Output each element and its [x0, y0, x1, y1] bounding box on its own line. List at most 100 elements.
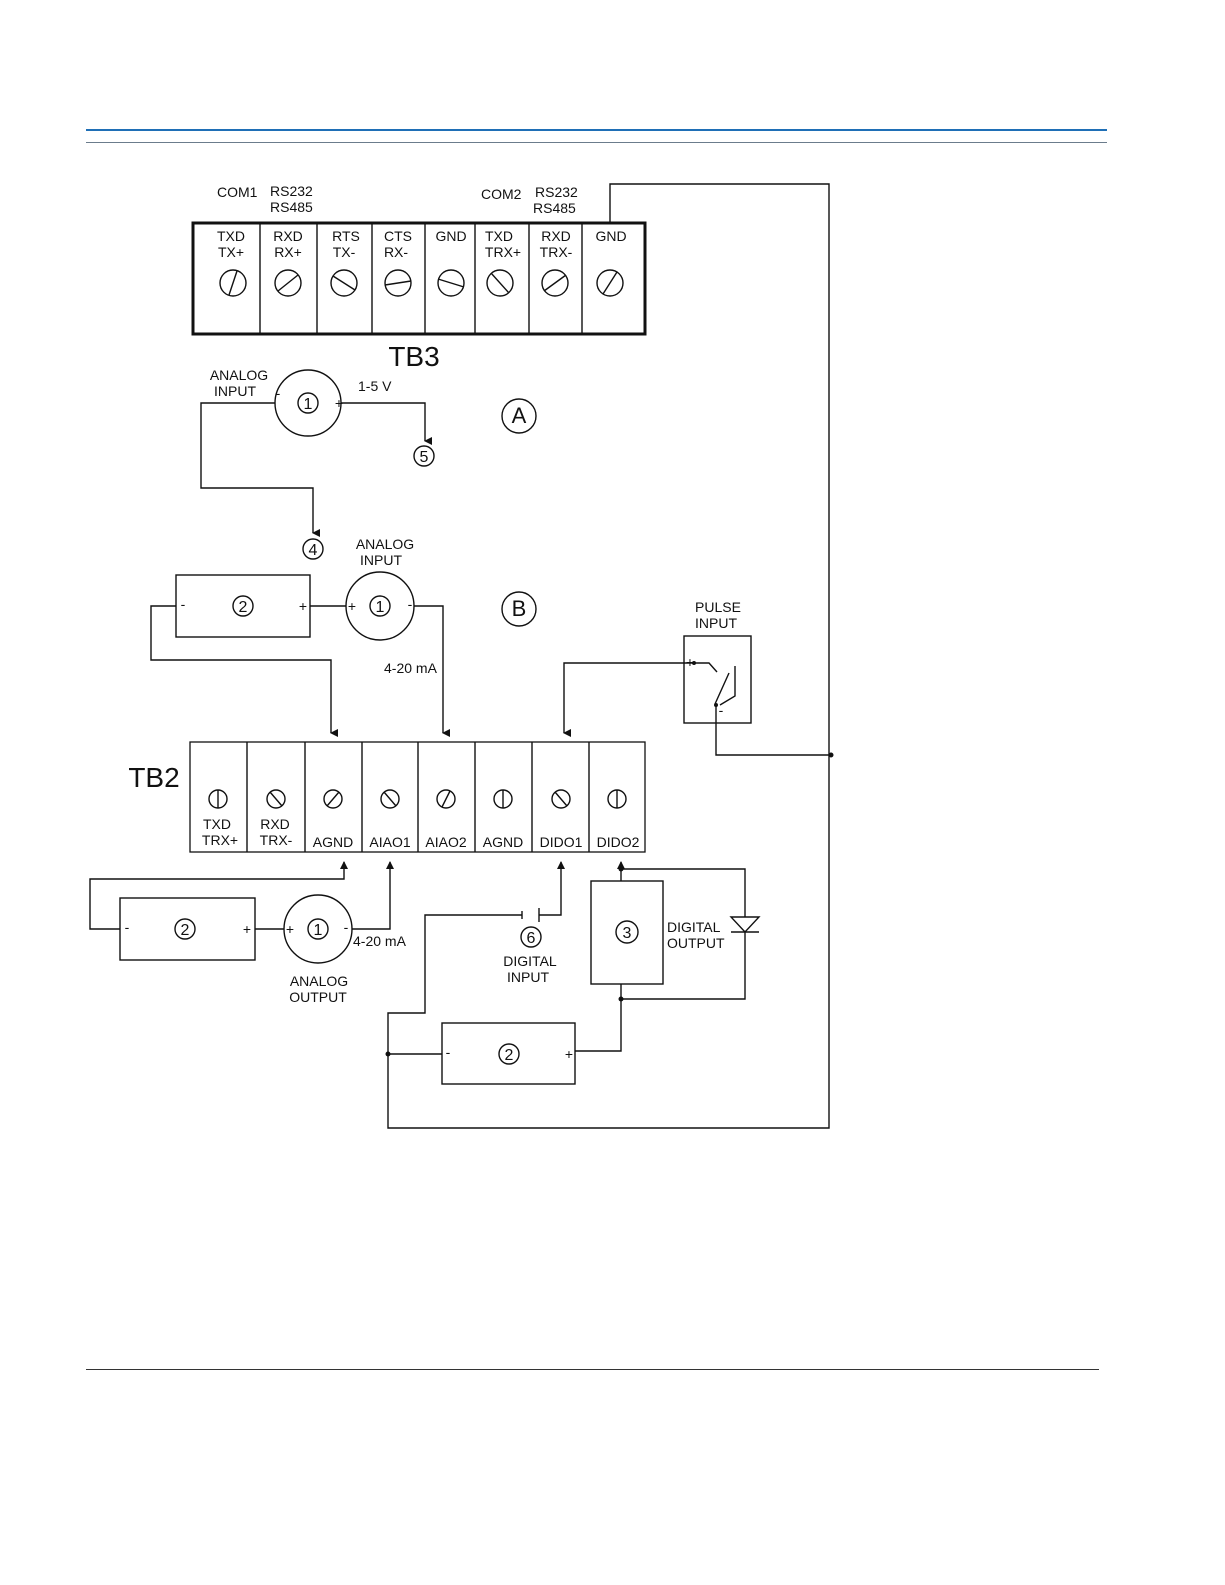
- tb3-terminal-7: RXD TRX-: [540, 228, 573, 297]
- svg-text:3: 3: [623, 925, 632, 942]
- svg-text:6: 6: [527, 930, 536, 947]
- svg-text:AGND: AGND: [483, 834, 523, 850]
- svg-text:2: 2: [505, 1047, 514, 1064]
- current-label-ao: 4-20 mA: [353, 933, 407, 949]
- analog-output: 2 - + 1 + - 4-20 mA ANALOG OUTPUT: [89, 861, 407, 1005]
- svg-text:RXD: RXD: [260, 816, 290, 832]
- svg-text:+: +: [348, 598, 356, 614]
- svg-text:TRX+: TRX+: [485, 244, 521, 260]
- svg-text:TXD: TXD: [203, 816, 231, 832]
- svg-text:AIAO1: AIAO1: [369, 834, 410, 850]
- current-label-b: 4-20 mA: [384, 660, 438, 676]
- svg-text:DIDO2: DIDO2: [597, 834, 640, 850]
- com1-type1: RS232: [270, 183, 313, 199]
- tb3-terminal-8: GND: [595, 228, 627, 297]
- section-a: ANALOG INPUT 1 - + 1-5 V 5 4 A: [200, 367, 537, 560]
- screw-icon: [551, 789, 571, 809]
- section-a-marker: [501, 398, 537, 434]
- tb3-terminal-4: CTS RX-: [384, 228, 412, 297]
- svg-text:GND: GND: [435, 228, 466, 244]
- tb2-terminal-5: AIAO2: [425, 789, 467, 850]
- tb2-label: TB2: [128, 762, 179, 793]
- svg-text:-: -: [125, 919, 130, 935]
- tb2-terminal-4: AIAO1: [369, 789, 411, 850]
- header-rule: [86, 129, 1107, 131]
- screw-icon: [323, 789, 343, 809]
- tb3-label: TB3: [388, 341, 439, 372]
- screw-icon: [266, 789, 286, 809]
- svg-text:-: -: [446, 1044, 451, 1060]
- tb2-terminal-2: RXD TRX-: [260, 789, 293, 848]
- svg-text:OUTPUT: OUTPUT: [289, 989, 347, 1005]
- svg-text:RTS: RTS: [332, 228, 360, 244]
- tb3-terminal-3: RTS TX-: [330, 228, 360, 297]
- svg-text:-: -: [719, 702, 724, 718]
- svg-text:A: A: [512, 403, 527, 428]
- svg-text:RX+: RX+: [274, 244, 302, 260]
- screw-icon: [541, 269, 569, 297]
- screw-icon: [436, 789, 456, 809]
- svg-text:2: 2: [239, 599, 248, 616]
- screw-icon: [274, 269, 302, 297]
- ref-6-marker: [520, 926, 542, 948]
- analog-input-b-label1: ANALOG: [356, 536, 414, 552]
- svg-text:+: +: [686, 654, 694, 670]
- svg-text:-: -: [276, 385, 281, 401]
- svg-text:TXD: TXD: [485, 228, 513, 244]
- diode-icon: [729, 916, 761, 934]
- ground-bus: [385, 183, 834, 1129]
- header-rule-thin: [86, 142, 1107, 143]
- svg-text:RX-: RX-: [384, 244, 408, 260]
- svg-text:AIAO2: AIAO2: [425, 834, 466, 850]
- svg-text:TX+: TX+: [218, 244, 244, 260]
- svg-text:+: +: [335, 395, 343, 411]
- power-supply-do: [441, 1022, 576, 1085]
- pulse-input: PULSE INPUT + -: [563, 599, 831, 756]
- svg-text:1: 1: [314, 922, 323, 939]
- svg-text:PULSE: PULSE: [695, 599, 741, 615]
- voltage-label: 1-5 V: [358, 378, 392, 394]
- tb3-terminal-5: GND: [435, 228, 467, 297]
- tb3-terminal-block: COM1 RS232 RS485 COM2 RS232 RS485 TXD TX…: [191, 183, 647, 372]
- section-b-marker: [501, 591, 537, 627]
- svg-text:2: 2: [181, 922, 190, 939]
- svg-text:DIDO1: DIDO1: [540, 834, 583, 850]
- tb2-terminal-8: DIDO2: [597, 789, 640, 850]
- com1-type2: RS485: [270, 199, 313, 215]
- svg-text:-: -: [408, 596, 413, 612]
- tb2-terminal-7: DIDO1: [540, 789, 583, 850]
- ref-5-marker: [413, 445, 435, 467]
- analog-input-b-label2: INPUT: [360, 552, 402, 568]
- com1-label: COM1: [217, 184, 258, 200]
- svg-text:INPUT: INPUT: [507, 969, 549, 985]
- svg-text:+: +: [286, 921, 294, 937]
- analog-input-a-label1: ANALOG: [210, 367, 268, 383]
- svg-text:TXD: TXD: [217, 228, 245, 244]
- digital-output-load: [590, 880, 664, 985]
- tb3-terminal-2: RXD RX+: [273, 228, 303, 297]
- svg-text:+: +: [565, 1046, 573, 1062]
- tb3-terminal-1: TXD TX+: [217, 228, 247, 297]
- svg-text:4: 4: [309, 542, 318, 559]
- tb3-frame: [191, 221, 647, 336]
- analog-input-a-label2: INPUT: [214, 383, 256, 399]
- digital-input: 6 DIGITAL INPUT: [387, 861, 565, 1055]
- svg-text:RXD: RXD: [273, 228, 303, 244]
- tb2-terminal-3: AGND: [313, 789, 353, 850]
- pulse-switch-box: [683, 635, 752, 724]
- tb2-terminal-6: AGND: [483, 789, 523, 850]
- tb2-terminal-block: TB2 TXD TRX+ RXD TRX- AGND AIAO1: [128, 741, 646, 853]
- svg-text:+: +: [243, 921, 251, 937]
- footer-rule: [86, 1369, 1099, 1370]
- svg-text:-: -: [181, 596, 186, 612]
- screw-icon: [380, 789, 400, 809]
- screw-icon: [219, 269, 247, 297]
- svg-text:TRX-: TRX-: [540, 244, 573, 260]
- switch-icon: [694, 662, 718, 673]
- svg-text:RXD: RXD: [541, 228, 571, 244]
- svg-text:+: +: [299, 598, 307, 614]
- tb3-terminal-6: TXD TRX+: [485, 228, 521, 297]
- svg-text:-: -: [344, 919, 349, 935]
- svg-text:CTS: CTS: [384, 228, 412, 244]
